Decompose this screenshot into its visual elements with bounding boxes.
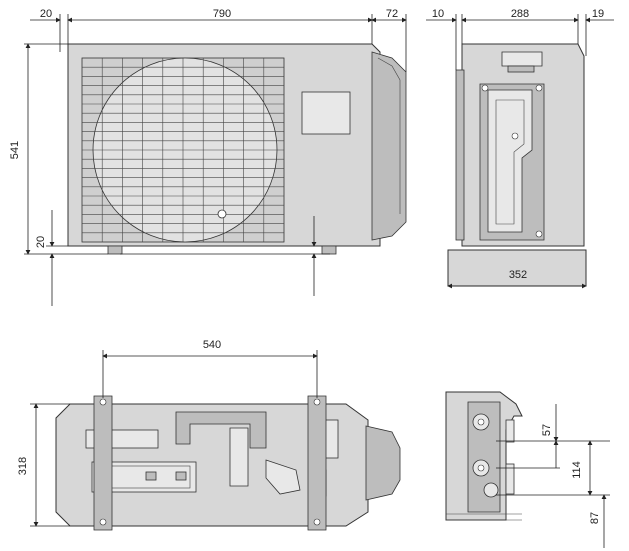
service-panel <box>301 91 351 135</box>
dim-connection-bottom: 87 <box>589 512 601 524</box>
fan-grille <box>81 57 285 243</box>
dim-mount-span: 540 <box>203 339 221 351</box>
side-grille-edge <box>455 69 465 241</box>
dim-connection-middle: 114 <box>571 461 583 479</box>
side-base <box>447 249 587 287</box>
dim-side-base-depth: 352 <box>509 269 527 281</box>
bottom-drain-cup <box>265 459 301 495</box>
connection-view: 57 114 87 <box>445 391 610 548</box>
front-view: 20 790 72 541 20 <box>9 8 407 306</box>
mounting-bracket-left <box>93 395 113 531</box>
dim-side-left-offset: 10 <box>432 8 444 20</box>
screw-icon <box>217 209 227 219</box>
dim-side-depth: 288 <box>511 8 529 20</box>
bottom-view: 540 318 <box>17 339 401 531</box>
bottom-side-cap <box>365 425 401 501</box>
dim-side-right-offset: 19 <box>592 8 604 20</box>
front-foot-left <box>107 245 123 255</box>
bottom-duct <box>175 411 267 449</box>
valve-lower-icon <box>483 482 499 498</box>
dim-front-width: 790 <box>213 8 231 20</box>
front-unit-side-panel <box>371 51 407 241</box>
dim-front-foot-height: 20 <box>35 236 47 248</box>
dim-connection-top: 57 <box>541 424 553 436</box>
front-foot-right <box>321 245 337 255</box>
side-handle <box>501 51 543 67</box>
dim-front-height: 541 <box>9 141 21 159</box>
side-view: 10 288 19 352 <box>426 8 614 289</box>
dim-front-right-offset: 72 <box>386 8 398 20</box>
mounting-bracket-right <box>307 395 327 531</box>
dim-bottom-depth: 318 <box>17 457 29 475</box>
dim-front-left-offset: 20 <box>40 8 52 20</box>
